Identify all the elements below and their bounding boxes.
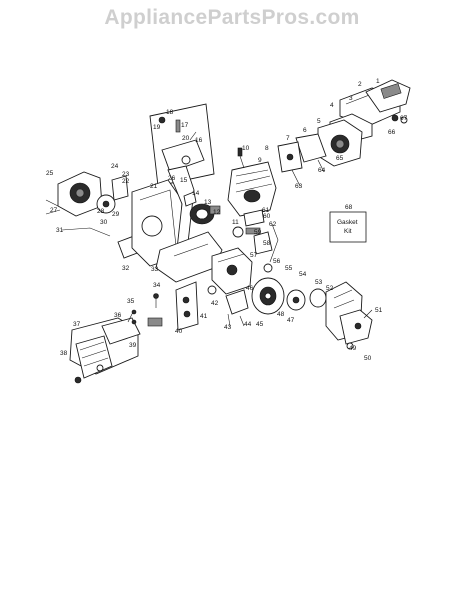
part-callout-56: 56 [273,258,281,265]
part-callout-29: 29 [112,211,120,218]
fasteners [131,293,159,325]
part-callout-6: 6 [303,127,307,134]
part-callout-49: 49 [349,345,357,352]
part-callout-31: 31 [56,227,64,234]
fan-cover [325,281,373,350]
air-filter-cover [329,79,411,143]
flywheel-magneto [251,277,327,315]
starter-assembly [45,171,141,259]
part-callout-54: 54 [299,271,307,278]
part-callout-43: 43 [224,324,232,331]
part-callout-3: 3 [349,95,353,102]
part-callout-59: 59 [254,229,262,236]
part-callout-18: 18 [166,109,174,116]
part-callout-60: 60 [263,213,271,220]
part-callout-19: 19 [153,124,161,131]
part-callout-44: 44 [244,321,252,328]
part-callout-55: 55 [285,265,293,272]
part-callout-11: 11 [232,219,239,226]
part-callout-51: 51 [375,307,383,314]
inset-detail-box [149,103,215,187]
ignition-module [147,281,249,331]
part-callout-8: 8 [265,145,269,152]
part-callout-23: 23 [122,171,130,178]
part-callout-45: 45 [256,321,264,328]
part-callout-61: 61 [262,207,270,214]
part-callout-48: 48 [277,311,285,318]
part-callout-7: 7 [286,135,290,142]
part-callout-10: 10 [242,145,250,152]
part-callout-39: 39 [129,342,137,349]
part-callout-46: 46 [246,285,254,292]
part-callout-65: 65 [336,155,344,162]
part-callout-30: 30 [100,219,108,226]
part-callout-4: 4 [330,102,334,109]
carburetor-assembly [277,119,363,187]
part-callout-15: 15 [180,177,188,184]
muffler-shroud [69,309,141,384]
engine-housing [131,165,223,283]
part-callout-27: 27 [50,207,58,214]
part-callout-67: 67 [400,115,408,122]
part-callout-12: 12 [213,209,221,216]
part-callout-2: 2 [358,81,362,88]
flywheel-clutch [183,191,221,225]
part-callout-9: 9 [258,157,262,164]
gasket-kit-label-line1: Gasket [337,219,358,226]
part-callout-1: 1 [376,78,380,85]
part-callout-38: 38 [60,350,68,357]
site-watermark: AppliancePartsPros.com [104,6,360,29]
part-callout-40: 40 [175,328,183,335]
part-callout-21: 21 [150,183,158,190]
gasket-kit-box [329,211,367,243]
part-callout-17: 17 [181,122,189,129]
part-callout-13: 13 [204,199,212,206]
part-callout-63: 63 [295,183,303,190]
part-callout-36: 36 [114,312,122,319]
part-callout-14: 14 [192,190,200,197]
part-callout-22: 22 [122,178,130,185]
part-callout-50: 50 [364,355,372,362]
part-callout-32: 32 [122,265,130,272]
part-callout-58: 58 [263,240,271,247]
gasket-kit-label-line2: Kit [344,228,352,235]
part-callout-52: 52 [326,285,334,292]
callout-labels: 1234567891011121314151617181920212223242… [46,78,408,362]
part-callout-42: 42 [211,300,219,307]
part-callout-28: 28 [97,208,105,215]
part-callout-47: 47 [287,317,295,324]
part-callout-24: 24 [111,163,119,170]
cylinder-piston [227,147,279,263]
part-callout-62: 62 [269,221,277,228]
part-callout-25: 25 [46,170,54,177]
part-callout-53: 53 [315,279,323,286]
part-callout-5: 5 [317,118,321,125]
part-callout-20: 20 [182,135,190,142]
part-callout-66: 66 [388,129,396,136]
part-callout-26: 26 [168,175,176,182]
part-callout-64: 64 [318,167,326,174]
gasket-kit-number: 68 [345,204,353,211]
part-callout-16: 16 [195,137,203,144]
part-callout-57: 57 [250,252,258,259]
part-callout-41: 41 [200,313,208,320]
part-callout-37: 37 [73,321,81,328]
part-callout-33: 33 [151,266,159,273]
crankcase [211,247,273,295]
part-callout-34: 34 [153,282,161,289]
part-callout-35: 35 [127,298,135,305]
